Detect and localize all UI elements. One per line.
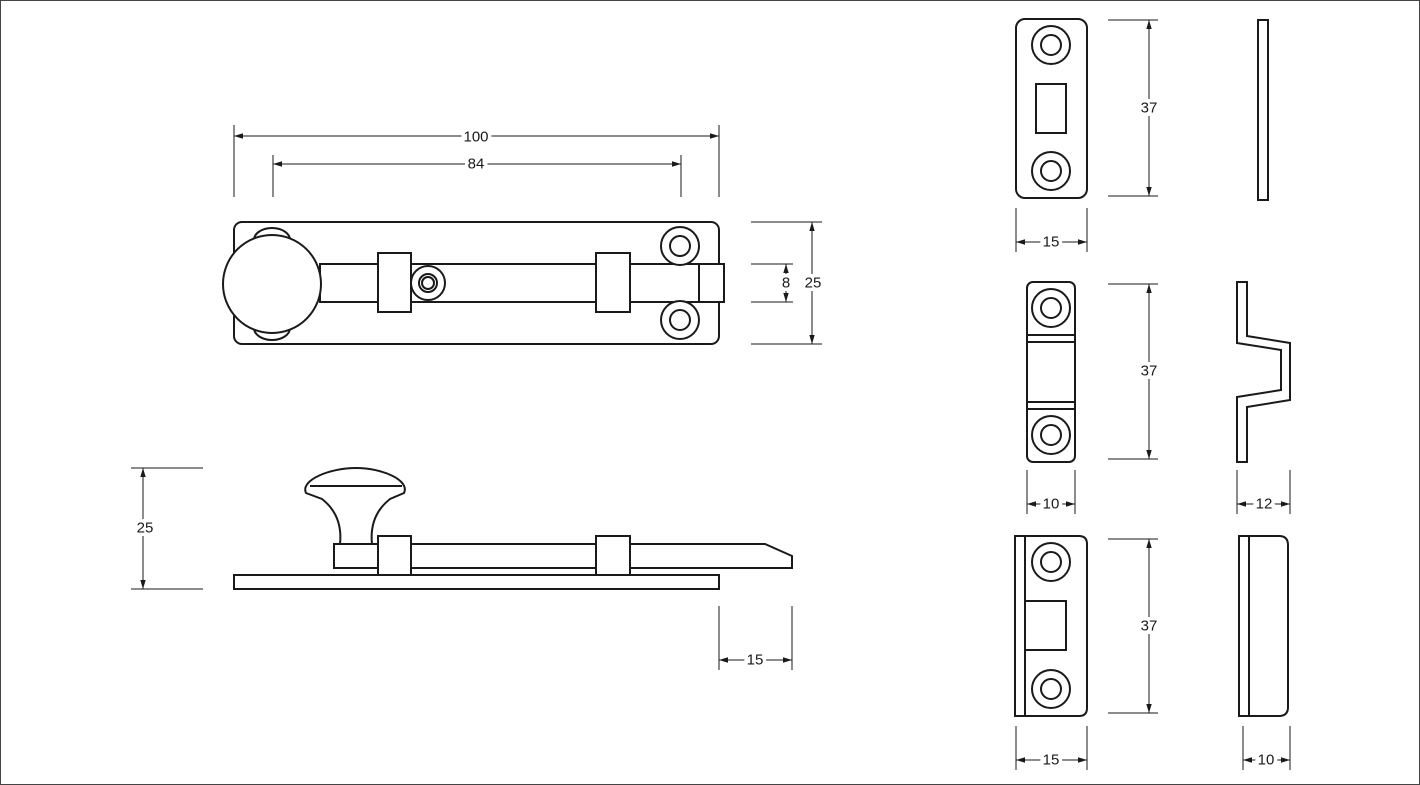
- dim-side-height: 25: [137, 520, 154, 537]
- bolt-side-view: [233, 466, 793, 590]
- dim-fixing-centres: 84: [468, 156, 485, 173]
- dim-keep-cranked-height: 37: [1141, 363, 1158, 380]
- dim-keep-cranked-width: 10: [1043, 496, 1060, 513]
- keep-flat: 37 15: [1015, 18, 1269, 254]
- knob: [304, 466, 406, 545]
- keep-box: 37 15 10: [1014, 535, 1291, 772]
- bolt-front-view: [222, 221, 725, 345]
- knob: [222, 234, 322, 334]
- dim-overall-length: 100: [463, 129, 488, 146]
- dim-bolt-projection: 15: [747, 652, 764, 669]
- dim-keep-box-width: 15: [1043, 752, 1060, 769]
- dim-keep-box-depth: 10: [1258, 752, 1275, 769]
- dim-keep-flat-height: 37: [1141, 100, 1158, 117]
- dim-keep-box-height: 37: [1141, 618, 1158, 635]
- side-dimensions: 25 15: [131, 467, 793, 672]
- staple: [377, 252, 412, 313]
- dim-keep-cranked-depth: 12: [1256, 496, 1273, 513]
- dim-keep-flat-width: 15: [1043, 234, 1060, 251]
- front-dimensions: 100 84 25 8: [233, 125, 825, 345]
- dim-plate-height: 25: [805, 275, 822, 292]
- staple: [595, 252, 631, 313]
- dim-bolt-height: 8: [782, 275, 790, 292]
- keep-cranked: 37 10 12: [1026, 281, 1291, 516]
